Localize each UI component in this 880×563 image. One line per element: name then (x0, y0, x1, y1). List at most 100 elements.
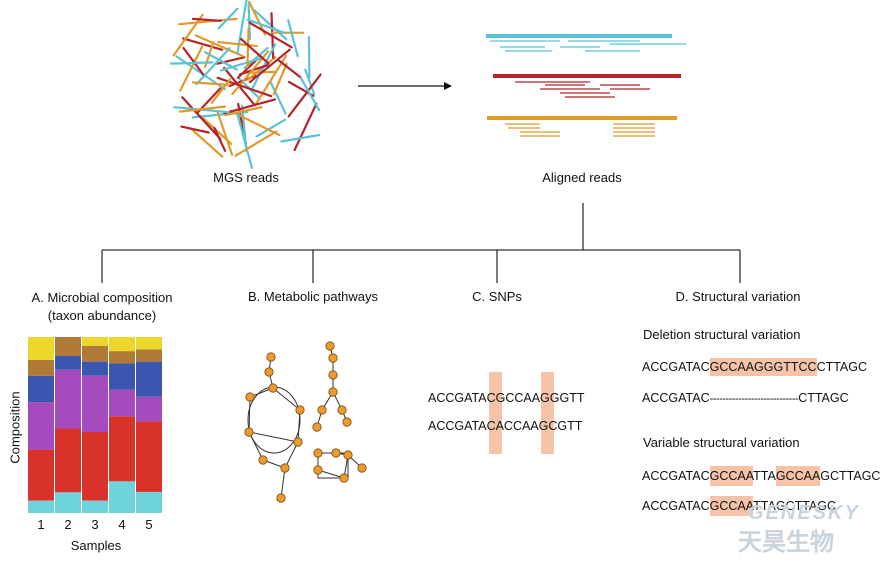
pathway-node (314, 449, 322, 457)
pathway-node (329, 388, 337, 396)
x-tick-label: 4 (118, 517, 125, 532)
pathway-node (340, 474, 348, 482)
read-segment (193, 82, 229, 84)
read-segment (182, 97, 220, 139)
bar-segment (136, 397, 162, 422)
bar-segment (28, 376, 54, 402)
read-segment (309, 37, 310, 77)
pathway-node (338, 406, 346, 414)
deletion-sequence-2: ACCGATAC----------------------------CTTA… (642, 391, 849, 405)
bar-segment (82, 337, 108, 346)
panel-a-title-line2: (taxon abundance) (32, 307, 173, 325)
bar-segment (55, 492, 81, 513)
read-segment (171, 62, 212, 63)
snp-highlight-1 (489, 372, 502, 454)
variable-sequence-1: ACCGATACGCCAATTAGCCAAGCTTAGC (642, 469, 880, 483)
del-seq1-pre: ACCGATAC (642, 360, 710, 374)
pathway-node (277, 494, 285, 502)
bar-segment (109, 337, 135, 351)
read-segment (271, 83, 286, 114)
bar-segment (109, 416, 135, 481)
var-seq1-post: GCTTAGC (820, 469, 880, 483)
bar-segment (28, 450, 54, 501)
var-seq2-pre: ACCGATAC (642, 499, 710, 513)
pathway-node (267, 353, 275, 361)
metabolic-network (245, 342, 366, 502)
bar-segment (136, 337, 162, 349)
panel-d-title: D. Structural variation (676, 289, 801, 304)
bar-segment (136, 422, 162, 492)
pathway-node (343, 418, 351, 426)
read-segment (174, 15, 203, 55)
panel-c-title: C. SNPs (472, 289, 522, 304)
del-seq2-pre: ACCGATAC (642, 391, 710, 405)
read-segment (247, 28, 248, 67)
bar-segment (55, 370, 81, 429)
watermark-cjk: 天昊生物 (738, 522, 834, 557)
read-segment (196, 36, 243, 57)
read-segment (193, 19, 221, 21)
pathway-edge (249, 432, 263, 460)
pathway-node (344, 451, 352, 459)
pathway-node (245, 428, 253, 436)
bar-segment (28, 402, 54, 450)
pathway-node (259, 456, 267, 464)
deletion-sequence-1: ACCGATACGCCAAGGGTTCCCTTAGC (642, 360, 867, 374)
pathway-node (326, 342, 334, 350)
bar-segment (55, 356, 81, 370)
bar-segment (28, 337, 54, 360)
bar-segment (82, 346, 108, 362)
read-segment (295, 104, 317, 150)
bar-segment (82, 376, 108, 432)
bar-segment (55, 337, 81, 356)
x-tick-label: 5 (145, 517, 152, 532)
pathway-node (329, 354, 337, 362)
bar-segment (136, 349, 162, 361)
bar-segment (109, 351, 135, 363)
read-segment (224, 99, 275, 113)
x-tick-label: 2 (64, 517, 71, 532)
del-seq2-post: CTTAGC (798, 391, 848, 405)
read-segment (274, 64, 287, 94)
mgs-reads-cluster (171, 0, 321, 168)
var-seq2-highlight: GCCAA (710, 496, 754, 516)
bar-segment (82, 432, 108, 501)
del-seq1-post: CTTAGC (817, 360, 867, 374)
arrow (358, 82, 452, 90)
bar-segment (55, 429, 81, 493)
pathway-node (246, 393, 254, 401)
bar-segment (82, 501, 108, 513)
pathway-node (281, 464, 289, 472)
bar-segment (109, 390, 135, 416)
panel-a-title: A. Microbial composition (taxon abundanc… (32, 289, 173, 325)
deletion-title: Deletion structural variation (643, 327, 801, 342)
del-seq1-highlight: GCCAAGGGTTCC (710, 358, 817, 376)
bar-segment (28, 360, 54, 376)
pathway-edge (249, 397, 250, 432)
pathway-node (265, 368, 273, 376)
tree-connector (102, 203, 740, 283)
bar-segment (136, 362, 162, 397)
var-seq1-pre: ACCGATAC (642, 469, 710, 483)
pathway-cycle (248, 387, 300, 453)
pathway-node (318, 406, 326, 414)
snp-sequence-1: ACCGATACGCCAAGGGTT (428, 391, 585, 405)
panel-b-title: B. Metabolic pathways (248, 289, 378, 304)
pathway-node (313, 423, 321, 431)
snp-highlight-2 (541, 372, 554, 454)
composition-chart (28, 337, 162, 513)
pathway-node (358, 464, 366, 472)
read-segment (289, 75, 321, 117)
chart-xlabel: Samples (71, 538, 122, 553)
bar-segment (109, 481, 135, 513)
aligned-reads-label: Aligned reads (542, 170, 622, 185)
var-seq1-highlight-2: GCCAA (776, 466, 820, 486)
snp-sequence-2: ACCGATACACCAAGCGTT (428, 419, 582, 433)
pathway-node (296, 406, 304, 414)
read-segment (196, 48, 229, 84)
panel-a-title-line1: A. Microbial composition (32, 289, 173, 307)
pathway-node (294, 438, 302, 446)
bar-segment (136, 492, 162, 513)
chart-ylabel: Composition (8, 388, 23, 468)
